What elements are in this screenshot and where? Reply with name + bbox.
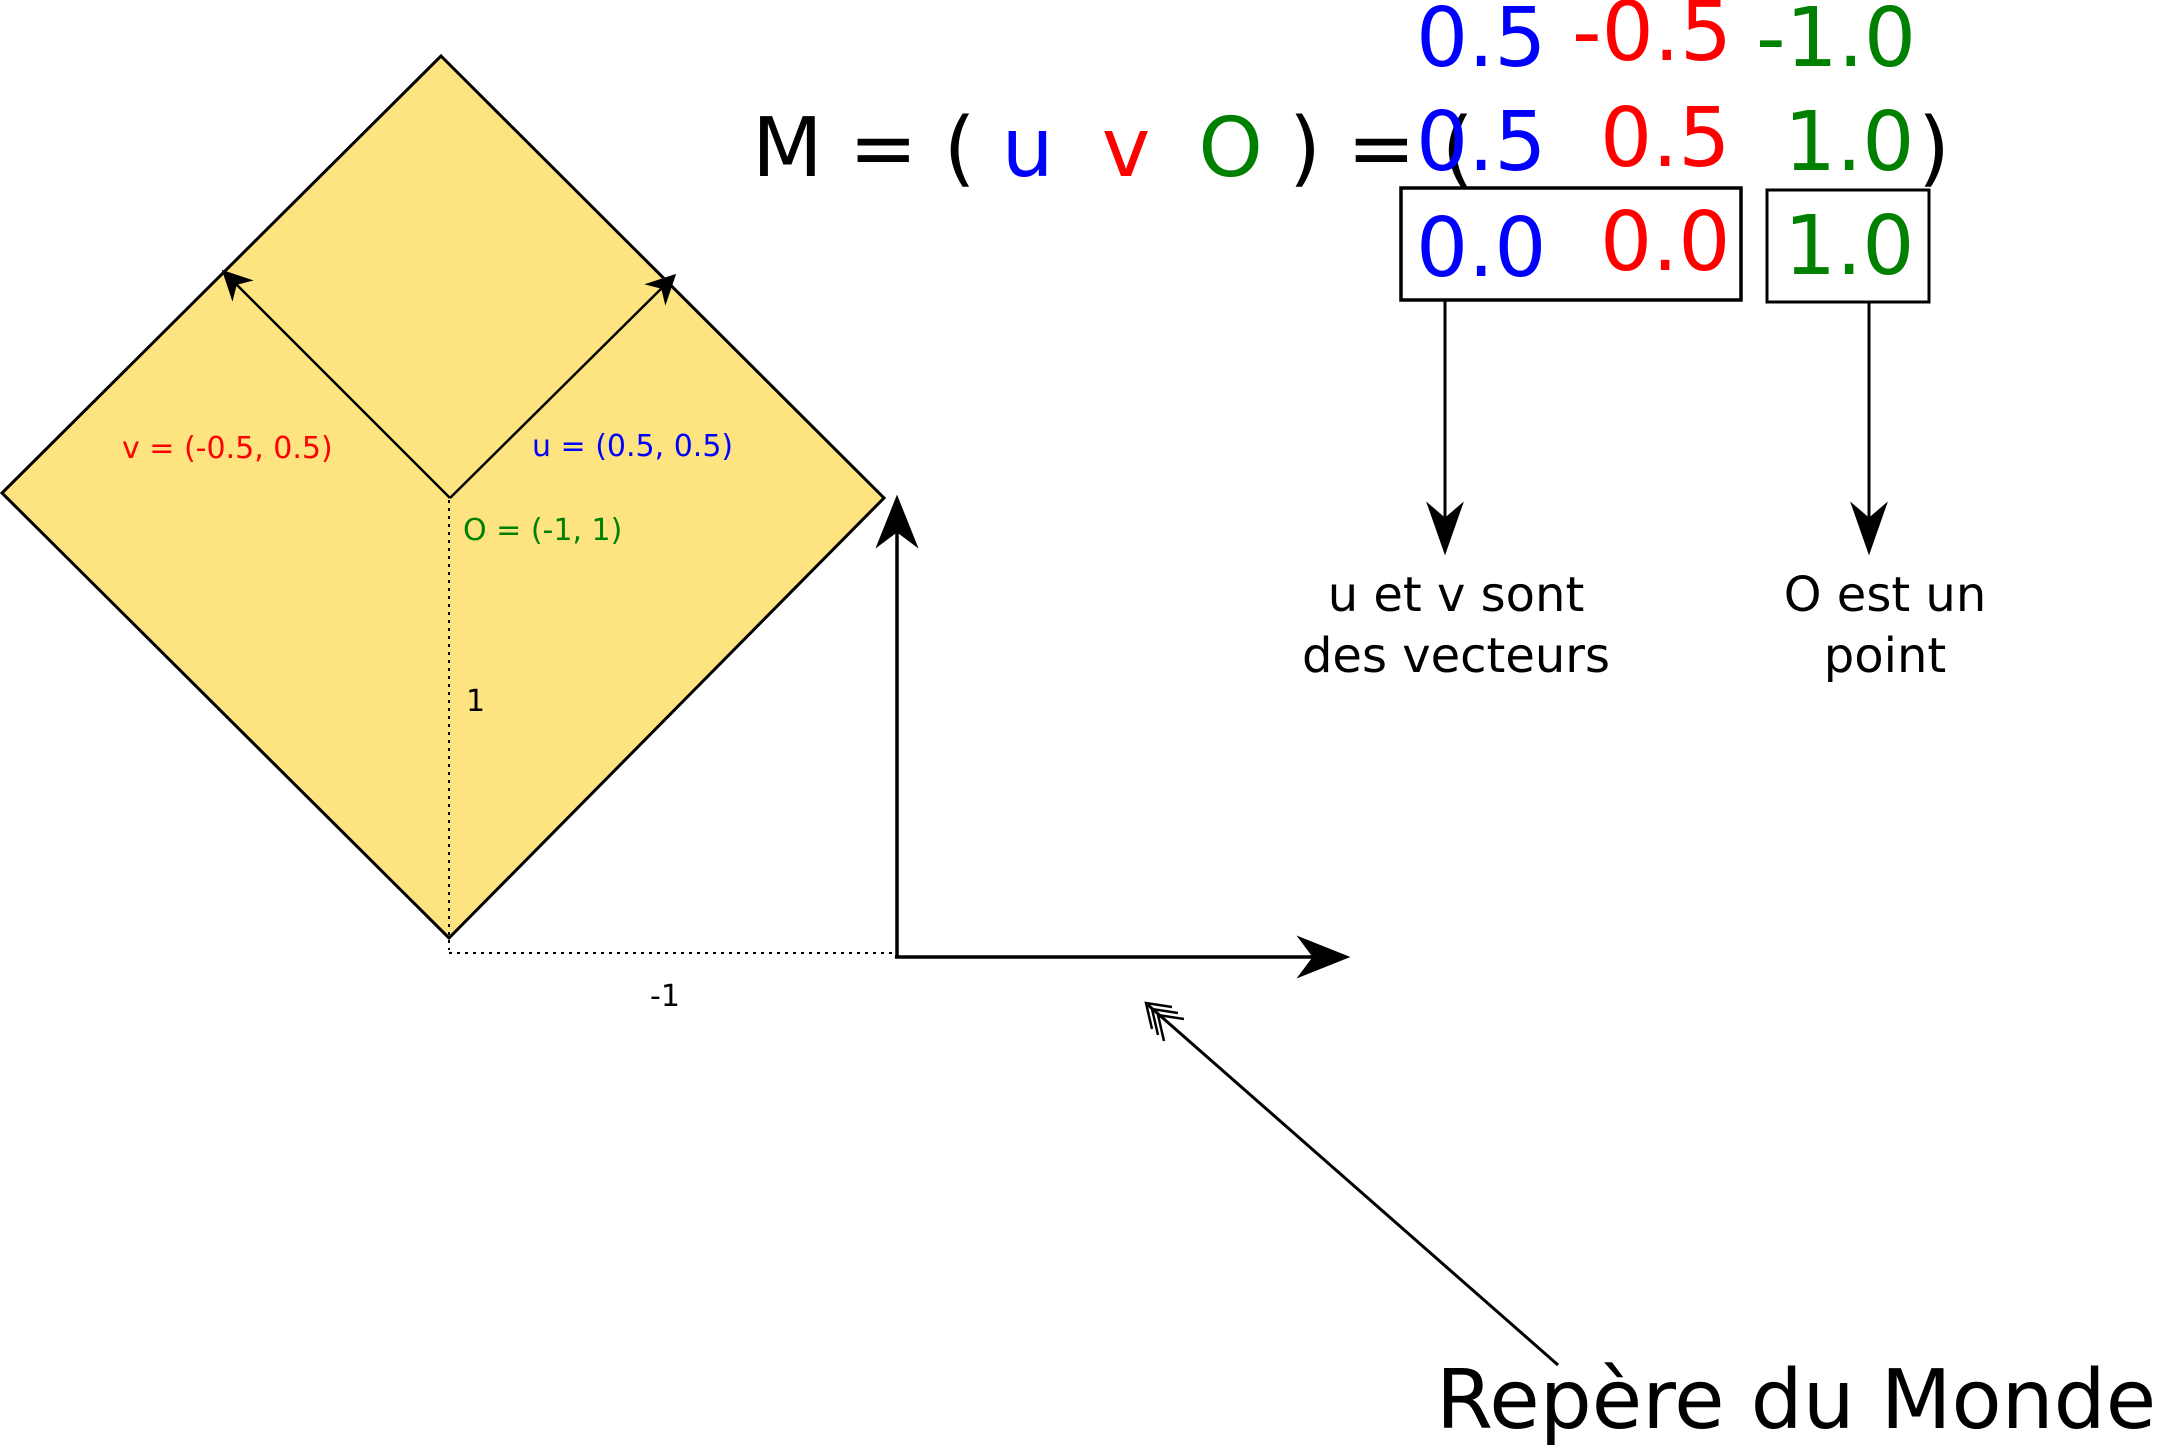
vector-u-label: u = (0.5, 0.5)	[532, 429, 733, 464]
matrix-cell-r1-c1: 0.5	[1600, 91, 1730, 186]
vector-u-arrow	[449, 273, 677, 499]
world-frame-pointer	[1147, 1003, 1559, 1367]
matrix-cell-r2-c0: 0.0	[1416, 201, 1546, 296]
matrix-cell-r0-c2: -1.0	[1756, 0, 1916, 86]
point-o-label: O = (-1, 1)	[463, 513, 622, 548]
matrix-cell-r0-c1: -0.5	[1572, 0, 1732, 80]
matrix-formula: M = ( u v O ) = (	[752, 101, 1474, 196]
vectors-note-line1: u et v sont	[1328, 567, 1585, 623]
matrix-cell-r1-c2: 1.0	[1784, 95, 1914, 190]
vectors-row-box	[1399, 186, 1743, 302]
matrix-cell-r1-c0: 0.5	[1416, 95, 1546, 190]
formula-mid: ) = (	[1289, 101, 1474, 196]
formula-close-paren: )	[1918, 101, 1950, 196]
dimension-label-vertical: 1	[466, 684, 485, 719]
world-frame-pointer-head-1	[1144, 1001, 1173, 1030]
matrix-cell-r2-c1: 0.0	[1600, 195, 1730, 290]
matrix-cell-r2-c2: 1.0	[1784, 199, 1914, 294]
vector-v-label: v = (-0.5, 0.5)	[122, 431, 333, 466]
formula-prefix: M = (	[752, 101, 976, 196]
formula-v: v	[1102, 101, 1151, 196]
dimension-label-horizontal: -1	[650, 979, 680, 1014]
point-row-box	[1765, 188, 1931, 304]
world-frame-pointer-head-2	[1150, 1007, 1179, 1036]
world-frame-label: Repère du Monde	[1436, 1353, 2156, 1448]
world-frame-pointer-head-3	[1156, 1013, 1185, 1042]
vector-v-arrow	[221, 269, 451, 499]
matrix-cell-r0-c0: 0.5	[1416, 0, 1546, 86]
point-note-line1: O est un	[1784, 567, 1987, 623]
vectors-note-line2: des vecteurs	[1302, 628, 1610, 684]
formula-o: O	[1198, 101, 1263, 196]
formula-u: u	[1002, 101, 1054, 196]
point-note-line2: point	[1824, 628, 1946, 684]
